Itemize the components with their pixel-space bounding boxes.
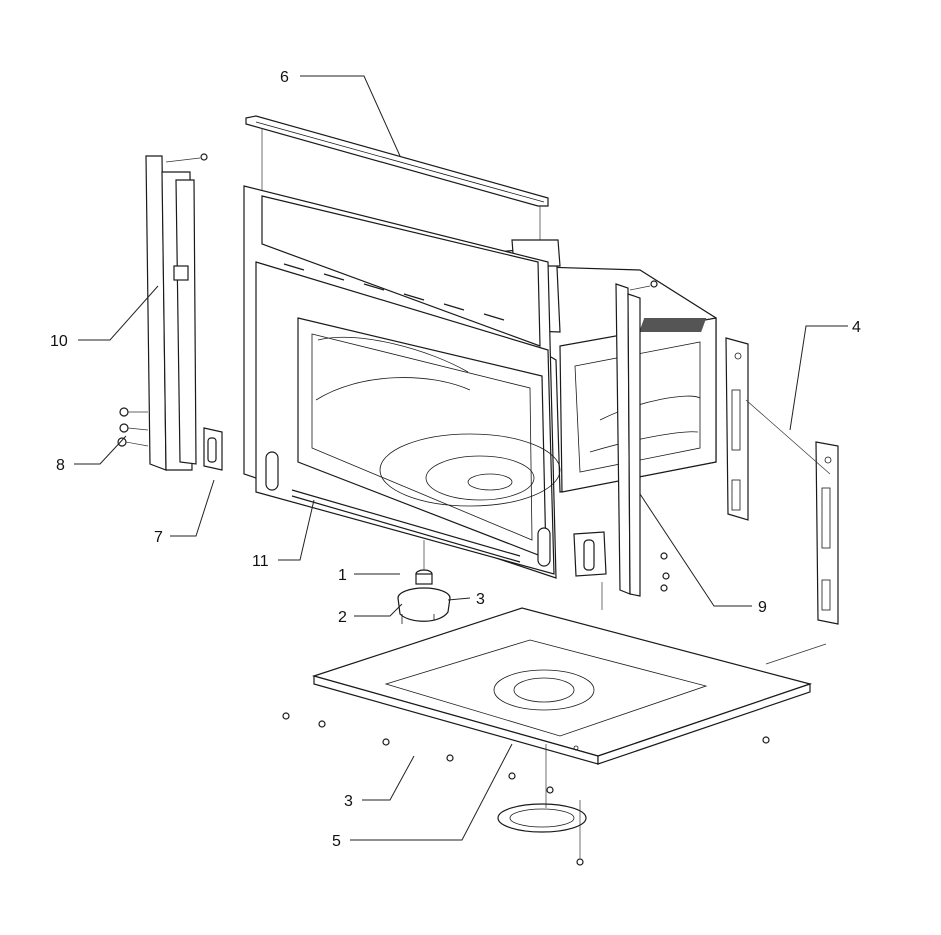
callout-9: 9: [758, 599, 767, 616]
callout-2: 2: [338, 609, 347, 626]
side-bracket-upper: [725, 337, 749, 521]
callout-7: 7: [154, 529, 163, 546]
base-foot: [497, 803, 587, 833]
side-bracket-lower: [815, 441, 839, 625]
left-rail: [145, 153, 208, 471]
right-front-rail: [573, 280, 670, 597]
callout-5: 5: [332, 833, 341, 850]
left-bracket: [203, 427, 223, 471]
callout-8: 8: [56, 457, 65, 474]
base-plate: [311, 607, 813, 765]
screws-left: [117, 407, 149, 447]
callout-4: 4: [852, 319, 861, 336]
callout-1: 1: [338, 567, 347, 584]
callout-3-lower: 3: [344, 793, 353, 810]
callout-3-upper: 3: [476, 591, 485, 608]
turntable-motor: [397, 540, 451, 624]
front-frame: [243, 185, 561, 579]
leader-lines: [74, 75, 848, 858]
callout-labels: 1 2 3 3 4 5 6 7 8 9 10 11: [50, 69, 861, 850]
top-slots: [283, 263, 505, 321]
callout-11: 11: [252, 553, 269, 570]
callout-10: 10: [50, 333, 68, 350]
base-screws: [282, 712, 770, 866]
callout-6: 6: [280, 69, 289, 86]
top-trim-strip: [245, 115, 549, 262]
